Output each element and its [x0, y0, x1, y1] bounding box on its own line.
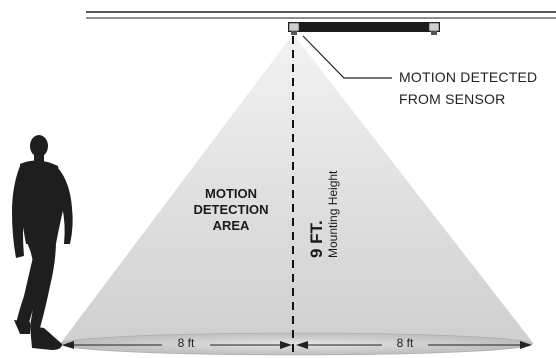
floor-detection-ellipse [59, 332, 533, 356]
callout-line-1: MOTION DETECTED [399, 69, 538, 85]
callout-line-2: FROM SENSOR [399, 91, 506, 107]
motion-sensor-icon [288, 22, 440, 35]
sensor-callout-label: MOTION DETECTED FROM SENSOR [399, 66, 537, 110]
detection-area-line-2: DETECTION [193, 202, 269, 217]
mounting-height-caption: Mounting Height [326, 170, 340, 258]
left-distance-label: 8 ft [177, 336, 195, 350]
right-distance-label: 8 ft [396, 336, 414, 350]
mounting-height-value: 9 FT. [307, 220, 326, 258]
callout-leader-line [302, 35, 392, 79]
right-distance-arrow [296, 341, 532, 349]
detection-area-line-3: AREA [212, 218, 250, 233]
left-distance-arrow [62, 341, 292, 349]
person-silhouette-icon [12, 135, 73, 350]
detection-cone [60, 34, 534, 344]
detection-area-line-1: MOTION [205, 186, 257, 201]
mounting-height-label: 9 FT. Mounting Height [307, 98, 347, 258]
detection-area-label: MOTION DETECTION AREA [176, 186, 286, 234]
